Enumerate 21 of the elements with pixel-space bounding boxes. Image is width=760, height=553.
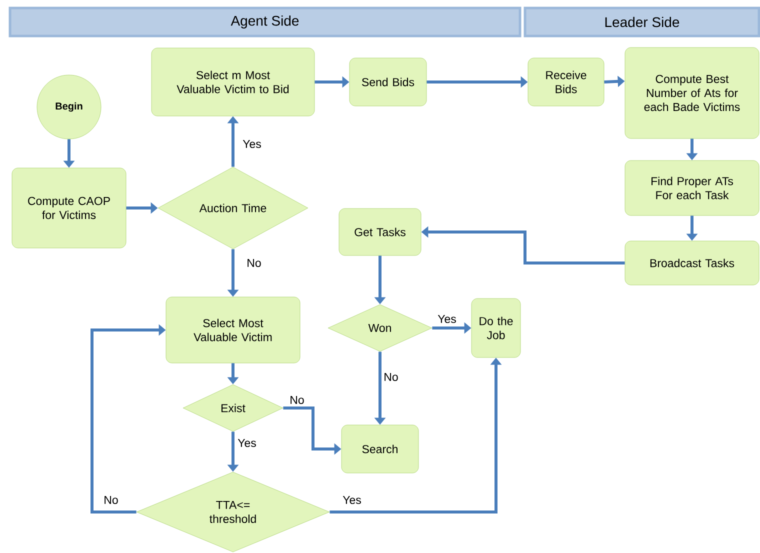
process-box: Select m Most Valuable Victim to Bid [151,48,315,116]
edge-label: No [382,372,400,382]
process-box: Compute CAOP for Victims [12,168,126,248]
process-box: Receive Bids [528,58,604,106]
edge-label: Yes [236,438,258,448]
edge-label: Yes [436,314,458,324]
process-box: Broadcast Tasks [624,240,760,286]
edge-label: No [246,258,262,268]
header-band: Agent Side [8,6,522,38]
edge-label: Yes [242,138,262,149]
edge-label: No [102,494,120,505]
process-box: Do the Job [471,298,521,358]
process-box: Search [341,424,419,474]
edge-label: Yes [342,494,362,505]
process-box: Send Bids [349,58,427,106]
edge-label: No [288,394,306,405]
process-box: Find Proper ATs For each Task [624,160,760,216]
process-box: Get Tasks [338,208,422,256]
header-band: Leader Side [524,6,760,38]
process-box: Select Most Valuable Victim [166,296,300,364]
process-box: Compute Best Number of Ats for each Bade Victims [624,47,760,139]
